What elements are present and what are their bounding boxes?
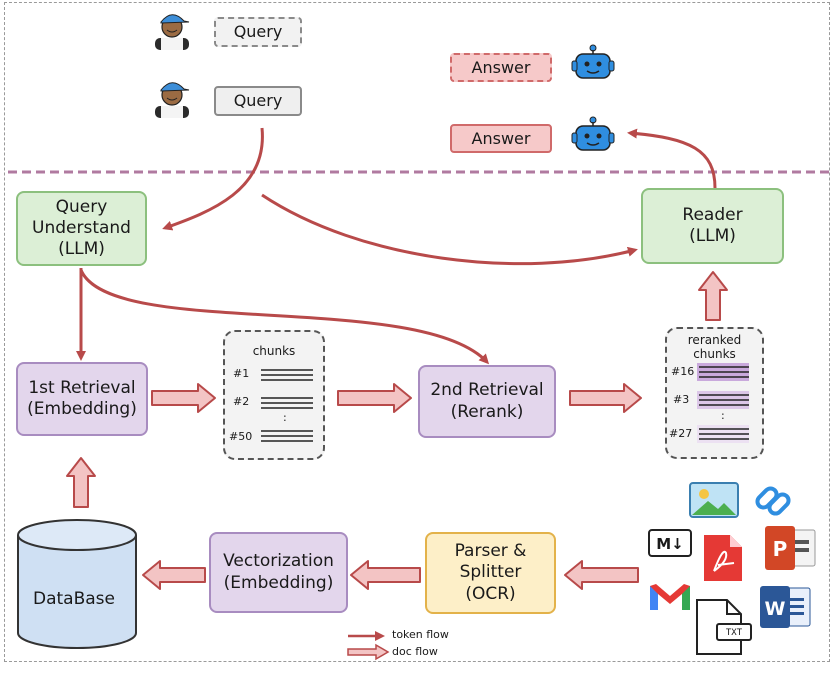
reranked-title: reranked chunks (667, 333, 762, 361)
node-label-line: (OCR) (465, 583, 516, 604)
doc-arrow-parser-to-vectorization (350, 560, 421, 590)
legend-doc-flow-symbol (347, 643, 390, 661)
node-label-line: (Embedding) (223, 572, 334, 593)
node-label-line: Parser & (454, 541, 527, 562)
chunk-id: #50 (229, 430, 253, 443)
database-cylinder (17, 519, 137, 649)
answer-box-faded: Answer (450, 53, 552, 82)
chunk-id: #27 (669, 427, 693, 440)
reranked-title-line: chunks (693, 347, 736, 361)
node-label-line: (Embedding) (27, 399, 137, 419)
link-icon (755, 486, 791, 516)
answer-label: Answer (471, 128, 531, 148)
query-box: Query (214, 86, 302, 116)
node-label-line: Understand (32, 217, 131, 238)
chunk-ellipsis: : (283, 411, 287, 424)
token-arrow-understand-to-retrieval2 (79, 269, 490, 365)
image-file-icon (689, 482, 739, 518)
node-label-line: Reader (682, 204, 743, 225)
chunks-title: chunks (252, 344, 296, 358)
user-avatar-icon (155, 82, 190, 118)
reranked-chunk-lines (697, 363, 749, 443)
parser-splitter-node: Parser & Splitter (OCR) (425, 532, 556, 614)
second-retrieval-node: 2nd Retrieval (Rerank) (418, 365, 556, 438)
svg-text:P: P (773, 537, 788, 561)
chunk-id: #3 (673, 393, 690, 406)
doc-arrow-retrieval2-to-reranked (569, 383, 642, 413)
node-label-line: (Rerank) (450, 401, 524, 422)
word-icon: W (760, 586, 811, 628)
node-label-line: 1st Retrieval (28, 377, 136, 398)
query-box-faded: Query (214, 17, 302, 47)
token-arrow-query-to-understand (162, 127, 264, 231)
query-understand-node: Query Understand (LLM) (16, 191, 147, 266)
doc-arrow-database-to-retrieval1 (66, 457, 96, 508)
legend-doc-flow-label: doc flow (392, 645, 438, 658)
node-label-line: (LLM) (58, 239, 105, 260)
query-label: Query (233, 22, 283, 41)
txt-file-icon (696, 599, 752, 655)
first-retrieval-node: 1st Retrieval (Embedding) (16, 362, 148, 436)
diagram-frame (4, 2, 830, 662)
doc-arrow-vectorization-to-database (142, 560, 206, 590)
node-label-line: 2nd Retrieval (430, 380, 544, 401)
doc-arrow-sources-to-parser (564, 560, 639, 590)
legend-token-flow-label: token flow (392, 628, 449, 641)
reranked-chunks-card: reranked chunks #16 #3 : #27 (665, 327, 764, 459)
reranked-title-line: reranked (687, 333, 742, 347)
doc-arrow-chunks-to-retrieval2 (337, 383, 412, 413)
svg-text:W: W (765, 598, 786, 620)
node-label-line: (LLM) (689, 226, 736, 246)
answer-box: Answer (450, 124, 552, 153)
powerpoint-icon: P (765, 526, 816, 570)
chunk-ellipsis: : (721, 409, 725, 422)
gmail-icon (650, 584, 690, 610)
doc-arrow-reranked-to-reader (698, 271, 728, 321)
robot-icon (571, 116, 615, 151)
query-label: Query (233, 91, 283, 110)
pdf-icon (704, 535, 742, 581)
answer-label: Answer (471, 57, 531, 77)
database-label: DataBase (33, 589, 115, 609)
txt-icon-label: TXT (725, 628, 743, 638)
reader-node: Reader (LLM) (641, 188, 784, 264)
chunk-id: #2 (233, 395, 250, 408)
node-label-line: Vectorization (223, 551, 334, 572)
user-avatar-icon (155, 14, 190, 50)
robot-icon (571, 44, 615, 79)
doc-arrow-retrieval1-to-chunks (151, 383, 216, 413)
chunk-lines (261, 369, 313, 442)
token-arrow-query-to-reader (261, 193, 638, 266)
token-arrow-reader-to-answer (627, 128, 717, 189)
node-label-line: Splitter (459, 562, 522, 583)
chunk-id: #1 (233, 367, 250, 380)
markdown-icon-label: M↓ (656, 535, 684, 553)
node-label-line: Query (55, 196, 108, 217)
vectorization-node: Vectorization (Embedding) (209, 532, 348, 613)
chunk-id: #16 (671, 365, 695, 378)
chunks-card: chunks #1 #2 : #50 (223, 330, 325, 460)
markdown-icon (648, 529, 692, 557)
